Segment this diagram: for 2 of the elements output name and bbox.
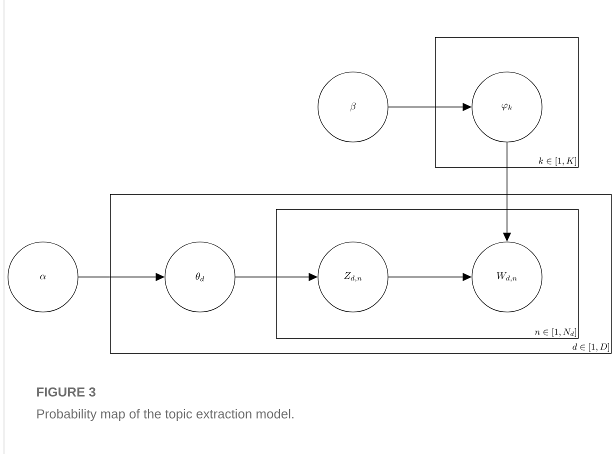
figure-label: FIGURE 3	[37, 387, 96, 397]
caption: Probability map of the topic extraction model.	[37, 408, 294, 422]
